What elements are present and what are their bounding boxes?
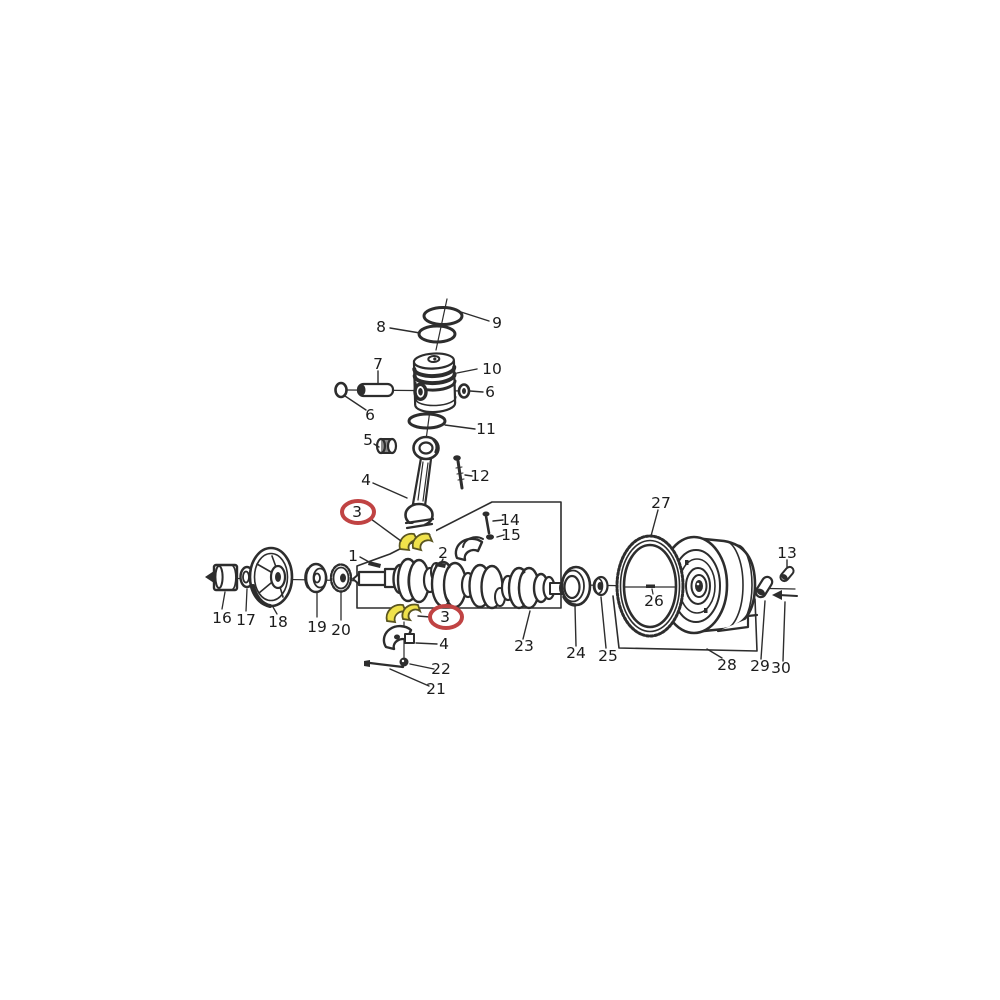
callout-8: 8 (376, 318, 386, 336)
part-cap-stud-21 (364, 660, 430, 687)
direction-arrow-30 (772, 590, 798, 662)
callout-28: 28 (717, 656, 737, 674)
callout-15: 15 (501, 526, 521, 544)
part-oil-seal-24 (560, 565, 592, 647)
callout-4-cap: 4 (439, 635, 449, 653)
callout-29: 29 (750, 657, 770, 675)
callout-24: 24 (566, 644, 586, 662)
callout-20: 20 (331, 621, 351, 639)
part-oil-ring-11 (407, 412, 476, 430)
callout-9: 9 (492, 314, 502, 332)
part-small-end-bushing-5 (373, 437, 398, 455)
part-timing-gear-20 (329, 563, 353, 621)
part-bearing-cap-lower-4 (382, 621, 438, 660)
part-piston-10 (412, 352, 478, 414)
callout-7: 7 (373, 355, 383, 373)
part-dowel-pin-13 (779, 559, 795, 583)
callout-10: 10 (482, 360, 502, 378)
highlight-bearing-shells-lower-3 (385, 603, 422, 624)
callout-27: 27 (651, 494, 671, 512)
callout-5: 5 (363, 431, 373, 449)
callout-25: 25 (598, 647, 618, 665)
callout-2: 2 (438, 544, 448, 562)
part-pulley-18 (248, 546, 294, 615)
callout-13: 13 (777, 544, 797, 562)
part-second-ring-8 (389, 324, 457, 344)
callout-6-left: 6 (365, 406, 375, 424)
callout-labels: 8 9 7 10 6 6 11 5 4 12 3 14 15 1 2 27 13… (212, 314, 797, 698)
part-pilot-bearing-25 (592, 575, 609, 649)
callout-3-upper: 3 (352, 503, 362, 521)
callout-14: 14 (500, 511, 520, 529)
callout-12: 12 (470, 467, 490, 485)
part-circlip-left-6 (334, 381, 367, 411)
part-main-bearing-cap-upper (454, 536, 484, 562)
part-connecting-rod-4 (372, 435, 440, 534)
highlight-circle-upper-3 (340, 499, 402, 542)
callout-1: 1 (348, 547, 358, 565)
part-crankshaft-23 (352, 557, 567, 640)
highlight-bearing-shells-upper-3 (398, 532, 434, 552)
part-cap-bolt-14 (482, 511, 504, 535)
part-rod-bolt-12 (453, 455, 473, 490)
part-woodruff-key-2 (435, 558, 446, 568)
part-piston-pin-7 (356, 370, 395, 398)
part-washer-15 (486, 534, 505, 540)
callout-6-right: 6 (485, 383, 495, 401)
callout-16: 16 (212, 609, 232, 627)
part-pulley-hub-16 (205, 563, 239, 610)
part-top-ring-9 (422, 306, 490, 326)
flywheel-box-outline (612, 595, 758, 652)
callout-30: 30 (771, 659, 791, 677)
callout-11: 11 (476, 420, 496, 438)
callout-3-lower: 3 (440, 608, 450, 626)
part-dowel-pin-29 (754, 575, 774, 660)
callout-26: 26 (644, 592, 664, 610)
part-circlip-right-6 (457, 383, 484, 399)
callout-22: 22 (431, 660, 451, 678)
part-collar-19 (304, 562, 328, 618)
callout-4-rod: 4 (361, 471, 371, 489)
callout-17: 17 (236, 611, 256, 629)
callout-19: 19 (307, 618, 327, 636)
part-ring-gear-27 (615, 509, 685, 638)
callout-18: 18 (268, 613, 288, 631)
part-cap-nut-22 (399, 657, 435, 670)
part-woodruff-key-1 (359, 556, 381, 568)
callout-23: 23 (514, 637, 534, 655)
callout-21: 21 (426, 680, 446, 698)
flywheel-center-mark-26 (646, 584, 655, 595)
highlight-circle-lower-3 (417, 604, 464, 630)
main-bearing-box-outline (356, 501, 562, 609)
